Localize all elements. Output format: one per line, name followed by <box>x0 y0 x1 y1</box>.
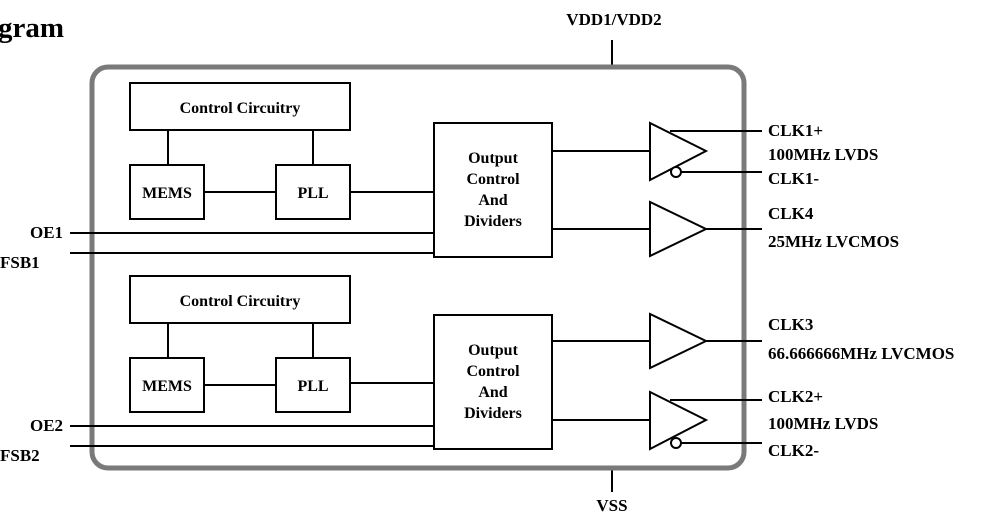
clk2-neg-label: CLK2- <box>768 441 819 460</box>
lvds-buffer-icon <box>649 121 709 182</box>
mems-block <box>129 357 205 413</box>
output-control-block <box>433 122 553 258</box>
inverting-bubble-icon <box>670 437 682 449</box>
output-block-line-3: And <box>478 384 507 401</box>
output-block-line-2: Control <box>466 171 520 188</box>
chip-outline <box>89 64 747 471</box>
oe2-label: OE2 <box>30 416 63 435</box>
pll-block <box>275 357 351 413</box>
output-block-line-1: Output <box>468 150 518 167</box>
mems-block <box>129 164 205 220</box>
clk4-label: CLK4 <box>768 204 814 223</box>
clk3-label: CLK3 <box>768 315 813 334</box>
output-block-line-2: Control <box>466 363 520 380</box>
output-control-block <box>433 314 553 450</box>
pll-label: PLL <box>297 378 328 395</box>
output-block-line-4: Dividers <box>464 213 522 230</box>
mems-label: MEMS <box>142 185 192 202</box>
mems-label: MEMS <box>142 378 192 395</box>
clk2-pos-label: CLK2+ <box>768 387 823 406</box>
control-circuitry-label: Control Circuitry <box>180 100 301 117</box>
vdd-label: VDD1/VDD2 <box>566 10 661 29</box>
channel-2: Control Circuitry MEMS PLL Output Contro… <box>0 275 954 465</box>
diagram-title: gram <box>0 12 64 44</box>
output-block-line-4: Dividers <box>464 405 522 422</box>
output-block-line-3: And <box>478 192 507 209</box>
clk1-neg-label: CLK1- <box>768 169 819 188</box>
vss-label: VSS <box>596 496 627 515</box>
channel-1: Control Circuitry MEMS PLL Output Contro… <box>0 82 899 272</box>
clk2-freq-label: 100MHz LVDS <box>768 414 878 433</box>
clk4-freq-label: 25MHz LVCMOS <box>768 232 899 251</box>
control-circuitry-block <box>129 275 351 324</box>
control-circuitry-label: Control Circuitry <box>180 293 301 310</box>
fsb1-label: FSB1 <box>0 253 40 272</box>
lvcmos-buffer-icon <box>649 200 709 258</box>
pll-label: PLL <box>297 185 328 202</box>
control-circuitry-block <box>129 82 351 131</box>
clk1-freq-label: 100MHz LVDS <box>768 145 878 164</box>
inverting-bubble-icon <box>670 166 682 178</box>
pll-block <box>275 164 351 220</box>
lvds-buffer-icon <box>649 390 709 451</box>
output-block-line-1: Output <box>468 342 518 359</box>
clk3-freq-label: 66.666666MHz LVCMOS <box>768 344 954 363</box>
oe1-label: OE1 <box>30 223 63 242</box>
clk1-pos-label: CLK1+ <box>768 121 823 140</box>
lvcmos-buffer-icon <box>649 312 709 370</box>
fsb2-label: FSB2 <box>0 446 40 465</box>
